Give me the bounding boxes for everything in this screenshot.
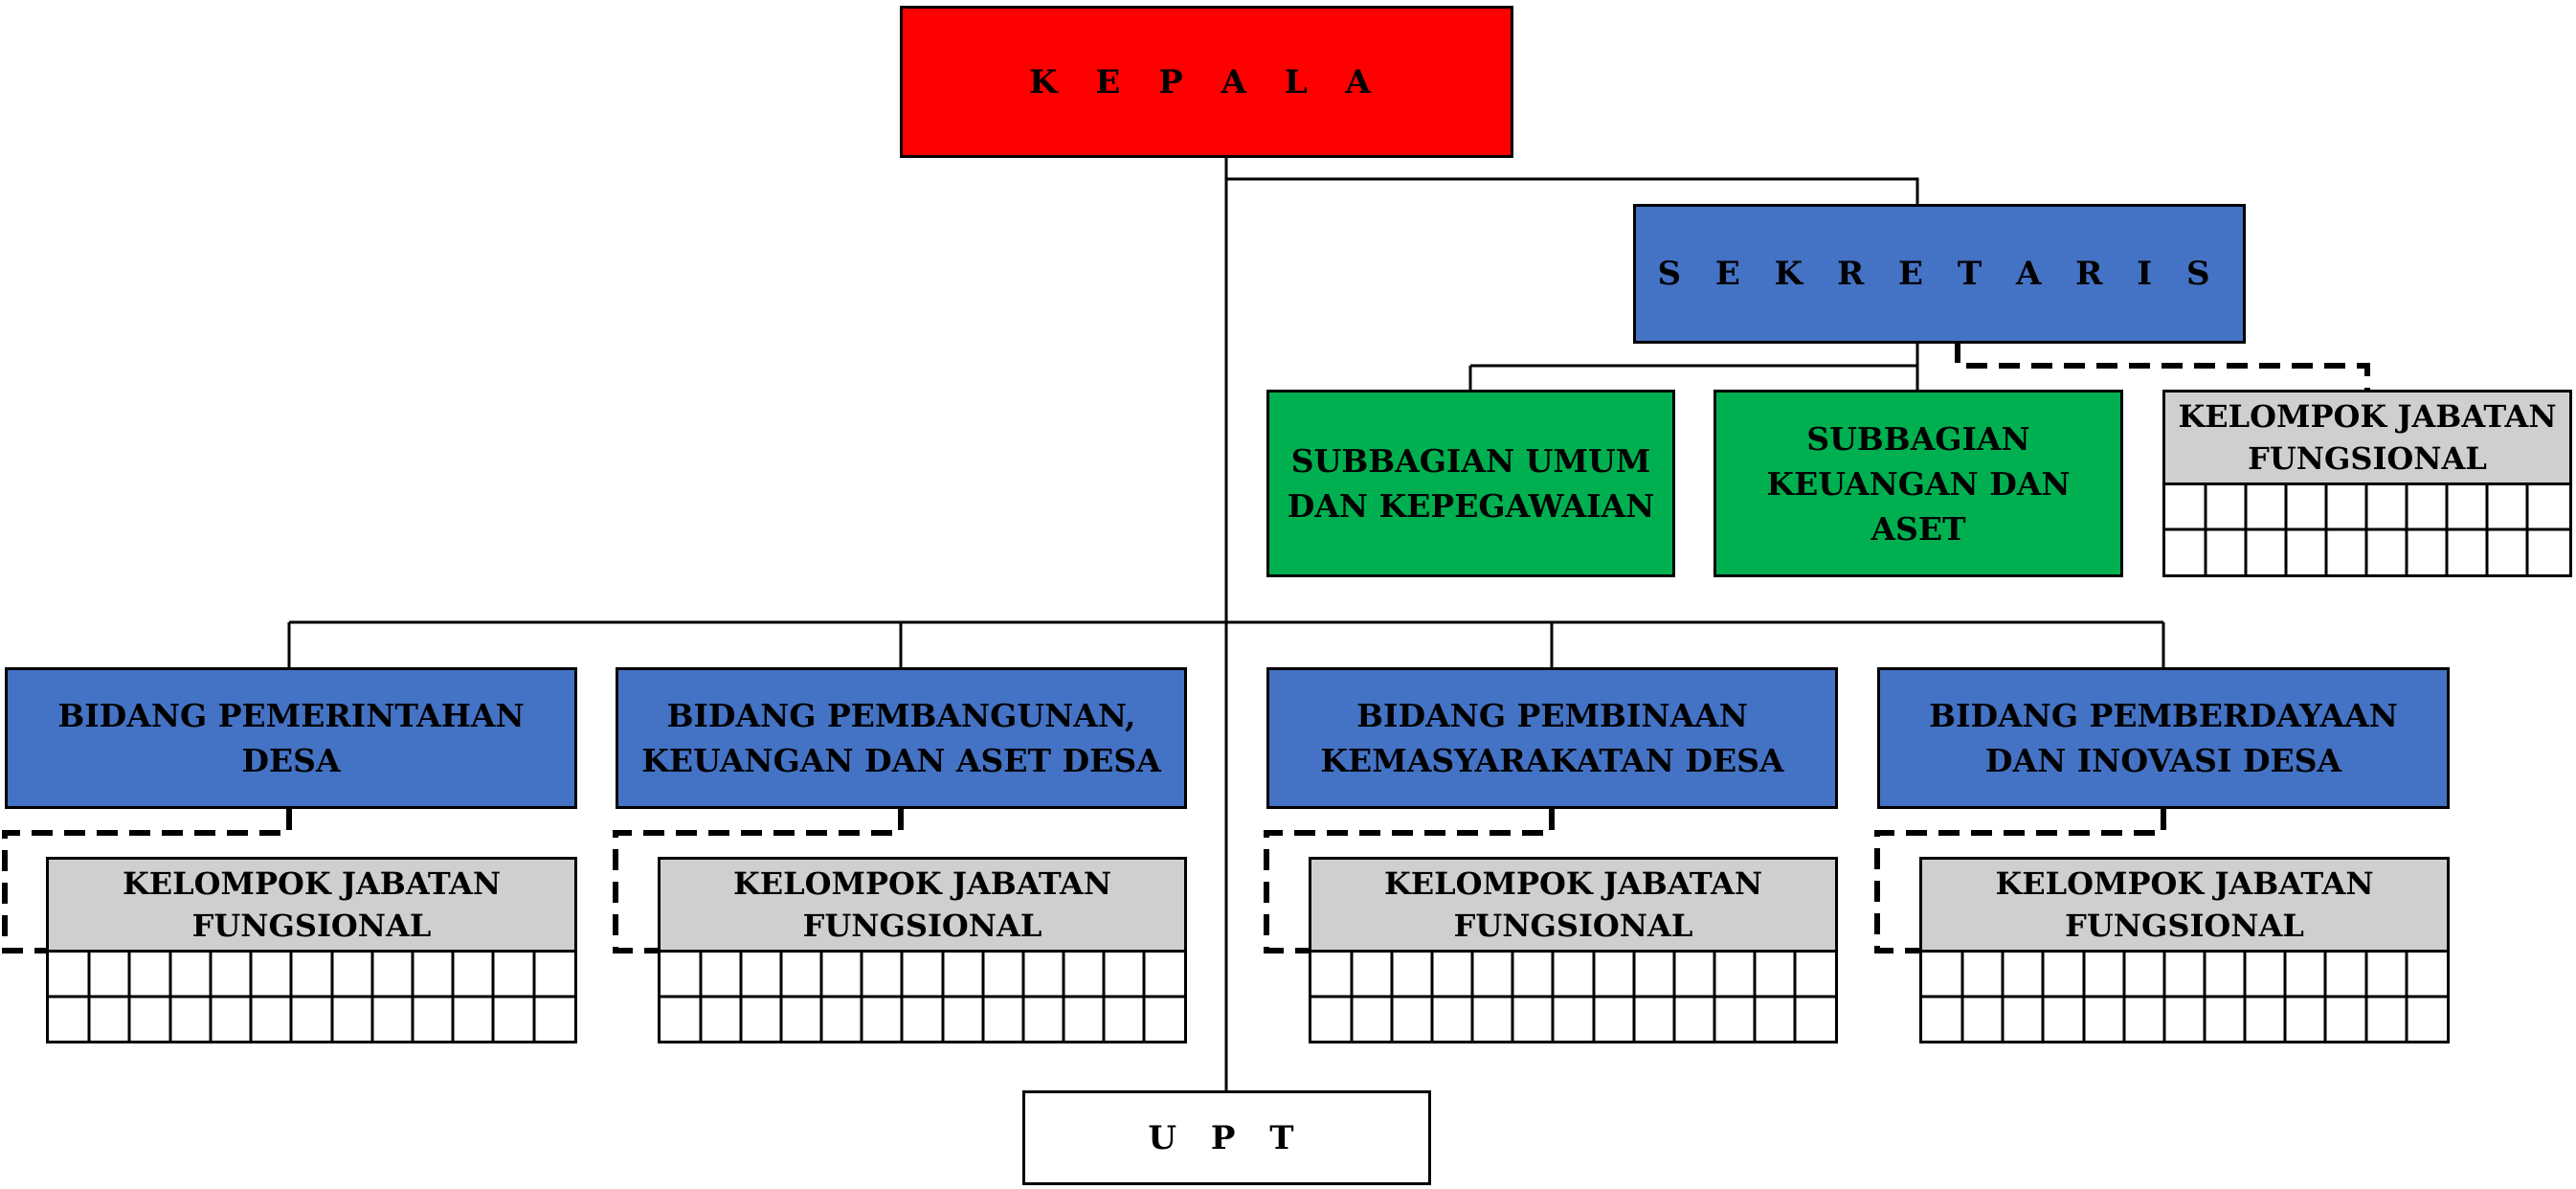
kepala-label: K E P A L A (1029, 62, 1384, 101)
kelompok-pembinaan-label: KELOMPOK JABATAN FUNGSIONAL (1311, 860, 1835, 953)
bidang-pemerintahan-box: BIDANG PEMERINTAHAN DESA (5, 667, 577, 809)
bidang-pembangunan-label: BIDANG PEMBANGUNAN, KEUANGAN DAN ASET DE… (641, 697, 1161, 779)
bidang-pemberdayaan-label: BIDANG PEMBERDAYAAN DAN INOVASI DESA (1929, 697, 2398, 779)
upt-box: U P T (1022, 1090, 1431, 1185)
kelompok-sekretariat-label: KELOMPOK JABATAN FUNGSIONAL (2165, 393, 2569, 485)
sekretaris-label: S E K R E T A R I S (1657, 255, 2222, 293)
kelompok-pemerintahan-grid (49, 953, 574, 1041)
kelompok-pembangunan-grid (661, 953, 1184, 1041)
kelompok-pembangunan-label: KELOMPOK JABATAN FUNGSIONAL (661, 860, 1184, 953)
kelompok-pembinaan-grid (1311, 953, 1835, 1041)
kelompok-pemberdayaan-grid (1922, 953, 2447, 1041)
kelompok-pemberdayaan-label: KELOMPOK JABATAN FUNGSIONAL (1922, 860, 2447, 953)
bidang-pembinaan-label: BIDANG PEMBINAAN KEMASYARAKATAN DESA (1320, 697, 1784, 779)
bidang-pemerintahan-label: BIDANG PEMERINTAHAN DESA (57, 697, 525, 779)
kepala-box: K E P A L A (900, 6, 1513, 158)
upt-label: U P T (1148, 1118, 1306, 1157)
subbagian-umum-box: SUBBAGIAN UMUM DAN KEPEGAWAIAN (1266, 390, 1675, 577)
bidang-pemberdayaan-box: BIDANG PEMBERDAYAAN DAN INOVASI DESA (1877, 667, 2450, 809)
subbagian-umum-label: SUBBAGIAN UMUM DAN KEPEGAWAIAN (1287, 442, 1655, 525)
sekretaris-box: S E K R E T A R I S (1633, 204, 2246, 344)
kelompok-sekretariat-box: KELOMPOK JABATAN FUNGSIONAL (2162, 390, 2572, 577)
kelompok-pembinaan-box: KELOMPOK JABATAN FUNGSIONAL (1309, 857, 1838, 1043)
subbagian-keuangan-box: SUBBAGIAN KEUANGAN DAN ASET (1714, 390, 2123, 577)
kelompok-sekretariat-grid (2165, 485, 2569, 574)
kelompok-pemberdayaan-box: KELOMPOK JABATAN FUNGSIONAL (1919, 857, 2450, 1043)
kelompok-pemerintahan-label: KELOMPOK JABATAN FUNGSIONAL (49, 860, 574, 953)
bidang-pembinaan-box: BIDANG PEMBINAAN KEMASYARAKATAN DESA (1266, 667, 1838, 809)
kelompok-pemerintahan-box: KELOMPOK JABATAN FUNGSIONAL (46, 857, 577, 1043)
bidang-pembangunan-box: BIDANG PEMBANGUNAN, KEUANGAN DAN ASET DE… (616, 667, 1187, 809)
kelompok-pembangunan-box: KELOMPOK JABATAN FUNGSIONAL (658, 857, 1187, 1043)
subbagian-keuangan-label: SUBBAGIAN KEUANGAN DAN ASET (1766, 419, 2071, 548)
